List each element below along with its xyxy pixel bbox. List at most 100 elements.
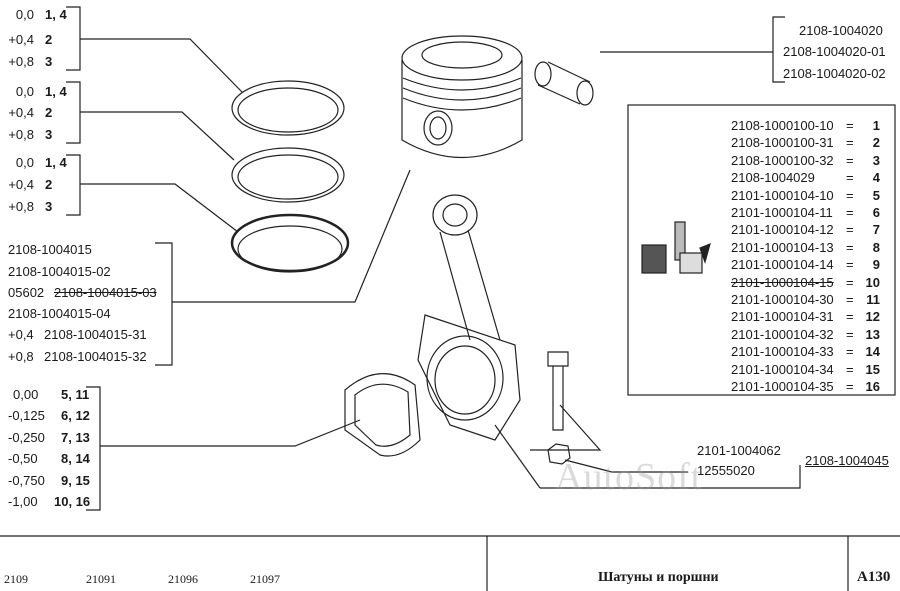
- bearing-size: -0,125: [8, 408, 45, 423]
- watermark: AutoSoft: [555, 456, 703, 498]
- kit-ref-number: 16: [865, 379, 880, 394]
- kit-part-number: 2101-1000104-34: [731, 361, 834, 377]
- kit-equals-sign: =: [846, 118, 854, 133]
- kit-ref-number: 2: [872, 135, 880, 151]
- ring-ref: 2: [45, 32, 53, 47]
- pin-part: 2108-1004020: [799, 23, 883, 38]
- repair-kit-icon: [641, 221, 711, 274]
- kit-part-number: 2101-1000104-14: [731, 257, 834, 273]
- bearing-ref: 10, 16: [54, 494, 91, 509]
- ring-set-part: 2108-1004015-32: [44, 349, 147, 364]
- bearing-ref: 9, 15: [61, 473, 90, 488]
- kit-equals-sign: =: [846, 274, 854, 290]
- bearing-size: -0,250: [8, 430, 45, 445]
- ring-ref: 3: [45, 199, 53, 214]
- ring-set-part: 2108-1004015-31: [44, 327, 147, 342]
- piston-pin: [534, 61, 594, 106]
- kit-part-number: 2101-1000104-13: [731, 239, 834, 255]
- ring-size: +0,8: [8, 199, 34, 214]
- bearing-ref: 5, 11: [61, 387, 90, 402]
- pin-part: 2108-1004020-02: [783, 66, 886, 81]
- piston: [401, 35, 523, 159]
- kit-equals-sign: =: [846, 326, 854, 342]
- ring-set-part: 2108-1004015-02: [8, 264, 111, 279]
- ring-size: +0,4: [8, 32, 34, 47]
- ring-ref: 3: [45, 54, 53, 69]
- bearing-size: 0,00: [13, 387, 39, 402]
- bolt-part-number: 2101-1004062: [697, 443, 781, 458]
- kit-ref-number: 7: [872, 222, 880, 238]
- kit-ref-number: 4: [872, 170, 880, 186]
- ring-set-prefix: +0,8: [8, 349, 34, 364]
- ring-ref: 2: [45, 105, 53, 120]
- kit-equals-sign: =: [846, 379, 854, 394]
- piston-ring-oil: [230, 213, 350, 273]
- kit-equals-sign: =: [846, 187, 854, 203]
- kit-ref-number: 9: [872, 257, 880, 273]
- page-code: A130: [857, 569, 891, 585]
- kit-part-number: 2101-1000104-31: [731, 309, 834, 325]
- kit-ref-number: 8: [872, 239, 880, 255]
- ring-leader-lines: [66, 6, 801, 511]
- page-title: Шатуны и поршни: [598, 570, 719, 585]
- model-number: 21097: [250, 572, 280, 586]
- ring-size: 0,0: [15, 7, 34, 22]
- kit-part-number: 2108-1000100-31: [731, 135, 834, 151]
- ring-size: +0,8: [8, 127, 34, 142]
- kit-part-number: 2101-1000104-12: [731, 222, 834, 238]
- kit-equals-sign: =: [846, 292, 854, 307]
- kit-ref-number: 10: [865, 274, 880, 290]
- kit-ref-number: 6: [872, 205, 880, 220]
- bearing-ref: 7, 13: [61, 430, 90, 445]
- ring-ref: 1, 4: [45, 7, 67, 22]
- footer-frame: [0, 535, 900, 591]
- bearing-ref: 8, 14: [61, 451, 90, 466]
- kit-table-frame: [627, 104, 896, 396]
- ring-size: +0,4: [8, 177, 34, 192]
- ring-ref: 1, 4: [45, 84, 67, 99]
- rod-part-number: 2108-1004045: [805, 453, 889, 468]
- kit-equals-sign: =: [846, 239, 854, 255]
- bearing-size: -1,00: [8, 494, 38, 509]
- bearing-shells: [344, 373, 421, 457]
- ring-set-prefix: 05602: [8, 285, 45, 300]
- kit-equals-sign: =: [846, 361, 854, 377]
- rod-nut: [547, 443, 571, 465]
- kit-part-number: 2101-1000104-35: [731, 379, 834, 394]
- kit-part-number: 2108-1000100-10: [731, 118, 834, 133]
- ring-ref: 3: [45, 127, 53, 142]
- ring-ref: 2: [45, 177, 53, 192]
- piston-ring-middle: [231, 147, 345, 203]
- kit-equals-sign: =: [846, 344, 854, 360]
- kit-part-number: 2101-1000104-33: [731, 344, 834, 360]
- kit-part-number: 2108-1000100-32: [731, 152, 834, 168]
- kit-equals-sign: =: [846, 170, 854, 186]
- kit-part-number: 2101-1000104-11: [731, 205, 833, 220]
- kit-equals-sign: =: [846, 257, 854, 273]
- bearing-ref: 6, 12: [61, 408, 90, 423]
- kit-equals-sign: =: [846, 152, 854, 168]
- model-number: 2109: [4, 572, 28, 586]
- kit-part-number: 2108-1004029: [731, 170, 815, 186]
- kit-part-number: 2101-1000104-15: [731, 274, 834, 290]
- kit-equals-sign: =: [846, 135, 854, 151]
- kit-ref-number: 3: [872, 152, 880, 168]
- ring-size: 0,0: [15, 84, 34, 99]
- bearing-size: -0,750: [8, 473, 45, 488]
- ring-set-part: 2108-1004015-04: [8, 306, 111, 321]
- model-number: 21096: [168, 572, 198, 586]
- kit-ref-number: 12: [865, 309, 880, 325]
- ring-size: +0,4: [8, 105, 34, 120]
- kit-part-number: 2101-1000104-30: [731, 292, 834, 307]
- ring-size: 0,0: [15, 155, 34, 170]
- kit-ref-number: 11: [866, 292, 880, 307]
- ring-ref: 1, 4: [45, 155, 67, 170]
- pin-part: 2108-1004020-01: [783, 44, 886, 59]
- kit-ref-number: 5: [872, 187, 880, 203]
- kit-ref-number: 13: [865, 326, 880, 342]
- kit-equals-sign: =: [846, 205, 854, 220]
- ring-set-prefix: +0,4: [8, 327, 34, 342]
- kit-ref-number: 15: [865, 361, 880, 377]
